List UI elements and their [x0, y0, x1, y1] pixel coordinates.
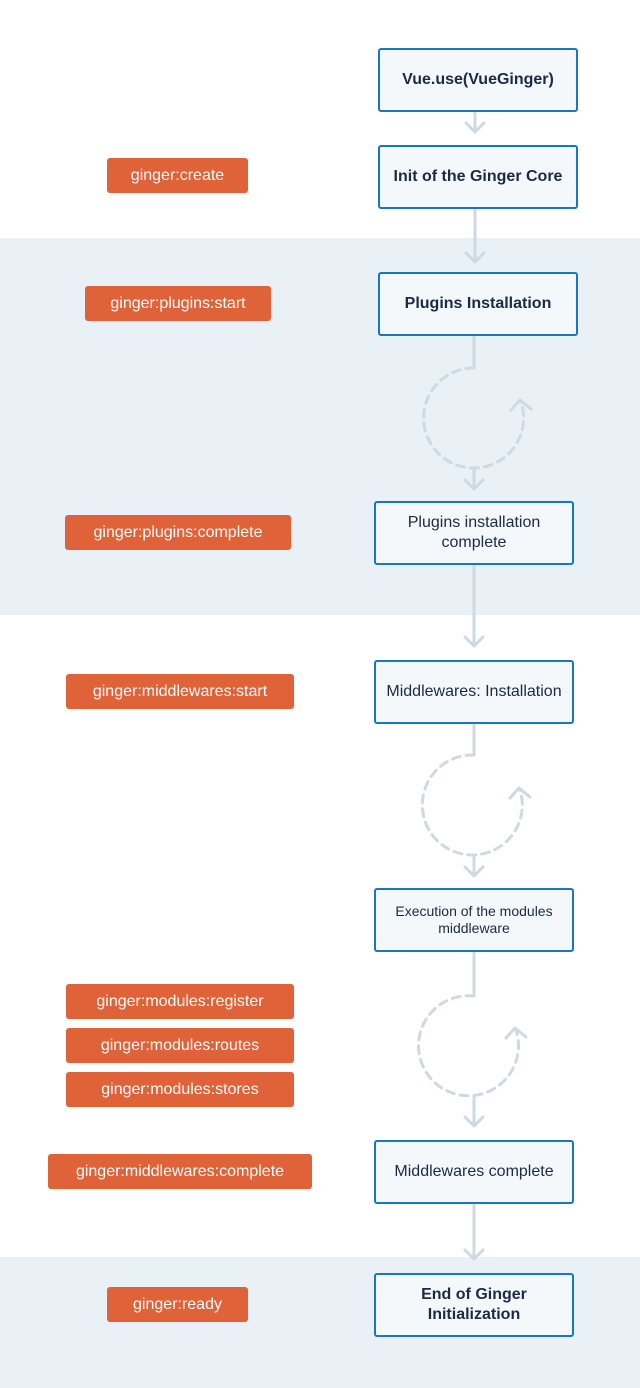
- event-modules-register: ginger:modules:register: [66, 984, 294, 1019]
- step-plugins-complete: Plugins installation complete: [374, 501, 574, 565]
- arrow-plugins-complete-to-middlewares: [463, 564, 485, 648]
- loop-plugins: [422, 335, 533, 491]
- event-create: ginger:create: [107, 158, 248, 193]
- event-middlewares-start: ginger:middlewares:start: [66, 674, 294, 709]
- event-ready: ginger:ready: [107, 1287, 248, 1322]
- step-plugins-installation: Plugins Installation: [378, 272, 578, 336]
- event-modules-routes: ginger:modules:routes: [66, 1028, 294, 1063]
- arrow-middlewares-complete-to-end: [463, 1203, 485, 1261]
- step-modules-middleware: Execution of the modules middleware: [374, 888, 574, 952]
- step-middlewares-complete: Middlewares complete: [374, 1140, 574, 1204]
- arrow-vue-to-core: [464, 110, 486, 134]
- event-plugins-start: ginger:plugins:start: [85, 286, 271, 321]
- step-middlewares-installation: Middlewares: Installation: [374, 660, 574, 724]
- step-vue-use: Vue.use(VueGinger): [378, 48, 578, 112]
- event-middlewares-complete: ginger:middlewares:complete: [48, 1154, 312, 1189]
- arrow-core-to-plugins: [464, 207, 486, 264]
- step-init-core: Init of the Ginger Core: [378, 145, 578, 209]
- loop-middlewares: [420, 723, 532, 878]
- loop-modules: [417, 950, 528, 1128]
- event-modules-stores: ginger:modules:stores: [66, 1072, 294, 1107]
- step-end-initialization: End of Ginger Initialization: [374, 1273, 574, 1337]
- event-plugins-complete: ginger:plugins:complete: [65, 515, 291, 550]
